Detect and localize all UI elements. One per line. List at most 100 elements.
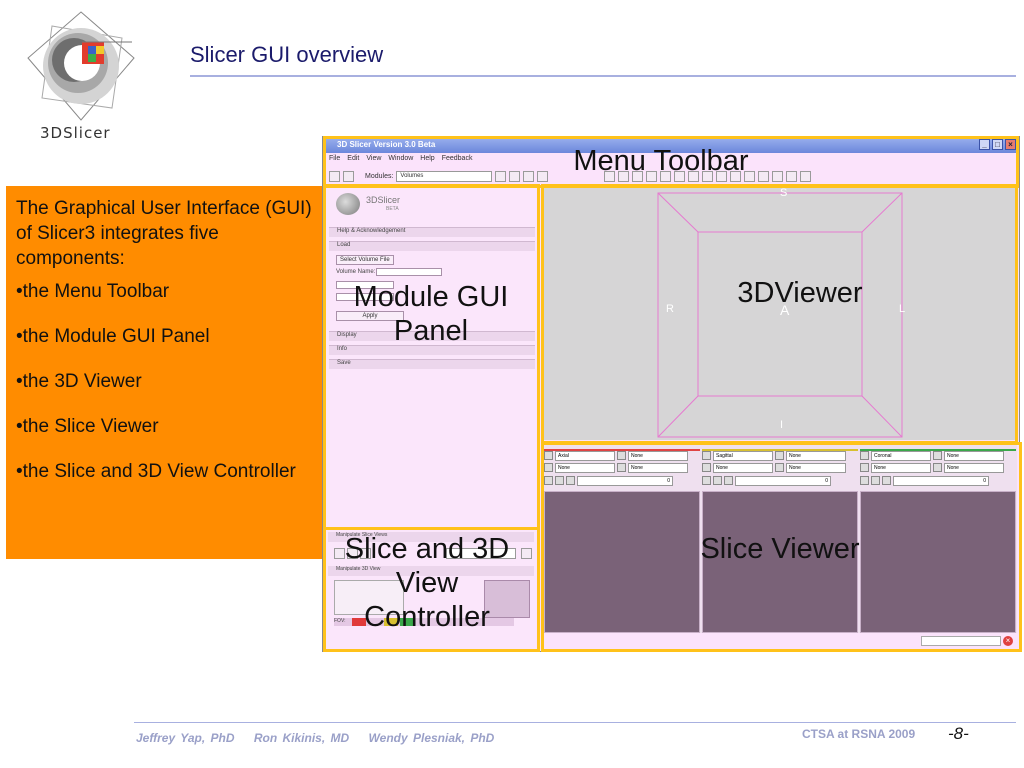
page-number: -8- xyxy=(948,724,969,743)
refresh-icon[interactable] xyxy=(537,171,549,182)
fit-icon[interactable] xyxy=(882,476,891,485)
layout-icon[interactable] xyxy=(660,171,672,182)
layout-icon[interactable] xyxy=(716,171,728,182)
slice-offset-field[interactable]: 0 xyxy=(735,475,831,486)
home-icon[interactable] xyxy=(329,171,340,182)
foreground-select[interactable]: None xyxy=(944,450,1004,461)
slice-controller-sagittal: Sagittal None None None 0 xyxy=(702,447,858,491)
select-volume-button[interactable]: Select Volume File xyxy=(336,255,394,265)
orientation-label-left: L xyxy=(899,303,906,315)
menu-file[interactable]: File xyxy=(329,155,341,162)
view-icon[interactable] xyxy=(604,171,616,182)
menu-window[interactable]: Window xyxy=(388,155,414,162)
error-log-icon[interactable]: × xyxy=(1003,636,1013,646)
data-icon[interactable] xyxy=(343,171,354,182)
undo-icon[interactable] xyxy=(772,171,784,182)
view-icon[interactable] xyxy=(618,171,630,182)
menu-help[interactable]: Help xyxy=(420,155,435,162)
link-icon[interactable] xyxy=(702,476,711,485)
slice-control-icon[interactable] xyxy=(347,548,358,559)
layer-icon[interactable] xyxy=(775,463,784,472)
layer-icon[interactable] xyxy=(617,451,626,460)
layout-icon[interactable] xyxy=(646,171,658,182)
volume-name-field[interactable] xyxy=(376,268,442,276)
option-field[interactable] xyxy=(336,293,394,301)
option-field[interactable] xyxy=(336,281,394,289)
layout-icon[interactable] xyxy=(674,171,686,182)
maximize-icon[interactable]: □ xyxy=(992,139,1003,150)
visibility-icon[interactable] xyxy=(555,476,564,485)
layer-icon[interactable] xyxy=(775,451,784,460)
layout-icon[interactable] xyxy=(702,171,714,182)
layout-icon[interactable] xyxy=(730,171,742,182)
background-select[interactable]: None xyxy=(871,462,931,473)
next-module-icon[interactable] xyxy=(509,171,521,182)
orientation-select[interactable]: Coronal xyxy=(871,450,931,461)
fit-icon[interactable] xyxy=(566,476,575,485)
orientation-select[interactable]: Sagittal xyxy=(713,450,773,461)
reload-icon[interactable] xyxy=(800,171,812,182)
pin-icon[interactable] xyxy=(544,451,553,460)
view-rotation-widget[interactable] xyxy=(334,580,404,615)
menu-view[interactable]: View xyxy=(366,155,382,162)
menu-edit[interactable]: Edit xyxy=(347,155,360,162)
slice-control-icon[interactable] xyxy=(360,548,371,559)
layer-icon[interactable] xyxy=(933,463,942,472)
history-icon[interactable] xyxy=(523,171,535,182)
slice-offset-field[interactable]: 0 xyxy=(577,475,673,486)
prev-module-icon[interactable] xyxy=(495,171,507,182)
label-icon[interactable] xyxy=(860,463,869,472)
label-icon[interactable] xyxy=(544,463,553,472)
foreground-select[interactable]: None xyxy=(786,450,846,461)
fit-icon[interactable] xyxy=(724,476,733,485)
label-select[interactable]: None xyxy=(786,462,846,473)
apply-button[interactable]: Apply xyxy=(336,311,404,321)
close-icon[interactable]: × xyxy=(1005,139,1016,150)
section-save[interactable]: Save xyxy=(329,359,535,369)
manipulate-slice-views-section[interactable]: Manipulate Slice Views xyxy=(328,532,534,542)
module-logo-icon xyxy=(336,193,360,215)
layout-icon[interactable] xyxy=(688,171,700,182)
manipulate-3d-view-section[interactable]: Manipulate 3D View xyxy=(328,566,534,576)
slice-view-coronal[interactable] xyxy=(860,491,1016,633)
fov-bar: FOV: xyxy=(334,618,514,626)
foreground-select[interactable]: None xyxy=(628,450,688,461)
section-display[interactable]: Display xyxy=(329,331,535,341)
navigation-view[interactable] xyxy=(484,580,530,618)
slice-control-icon[interactable] xyxy=(521,548,532,559)
link-icon[interactable] xyxy=(860,476,869,485)
window-titlebar: 3D Slicer Version 3.0 Beta _ □ × xyxy=(323,137,1019,153)
layout-icon[interactable] xyxy=(744,171,756,182)
slice-view-sagittal[interactable] xyxy=(702,491,858,633)
module-gui-panel-label: Module GUI Panel xyxy=(353,281,509,347)
background-select[interactable]: None xyxy=(713,462,773,473)
link-icon[interactable] xyxy=(544,476,553,485)
module-select[interactable]: Volumes xyxy=(396,171,493,182)
redo-icon[interactable] xyxy=(786,171,798,182)
section-info[interactable]: Info xyxy=(329,345,535,355)
pin-icon[interactable] xyxy=(702,451,711,460)
menu-feedback[interactable]: Feedback xyxy=(441,155,473,162)
layout-icon[interactable] xyxy=(758,171,770,182)
label-select[interactable]: None xyxy=(944,462,1004,473)
orientation-select[interactable]: Axial xyxy=(555,450,615,461)
section-load[interactable]: Load xyxy=(329,241,535,251)
layer-icon[interactable] xyxy=(933,451,942,460)
slice-view-axial[interactable] xyxy=(544,491,700,633)
minimize-icon[interactable]: _ xyxy=(979,139,990,150)
slice-view-select[interactable] xyxy=(446,548,516,559)
module-gui-panel: 3DSlicer BETA Help & Acknowledgement Loa… xyxy=(326,187,536,527)
view-icon[interactable] xyxy=(632,171,644,182)
visibility-icon[interactable] xyxy=(871,476,880,485)
layer-icon[interactable] xyxy=(617,463,626,472)
label-select[interactable]: None xyxy=(628,462,688,473)
slice-offset-field[interactable]: 0 xyxy=(893,475,989,486)
section-help[interactable]: Help & Acknowledgement xyxy=(329,227,535,237)
background-select[interactable]: None xyxy=(555,462,615,473)
slice-control-icon[interactable] xyxy=(334,548,345,559)
label-icon[interactable] xyxy=(702,463,711,472)
3d-viewer[interactable]: S R A L I xyxy=(544,187,1017,440)
controller-label: Slice and 3D View Controller xyxy=(344,533,510,633)
pin-icon[interactable] xyxy=(860,451,869,460)
visibility-icon[interactable] xyxy=(713,476,722,485)
